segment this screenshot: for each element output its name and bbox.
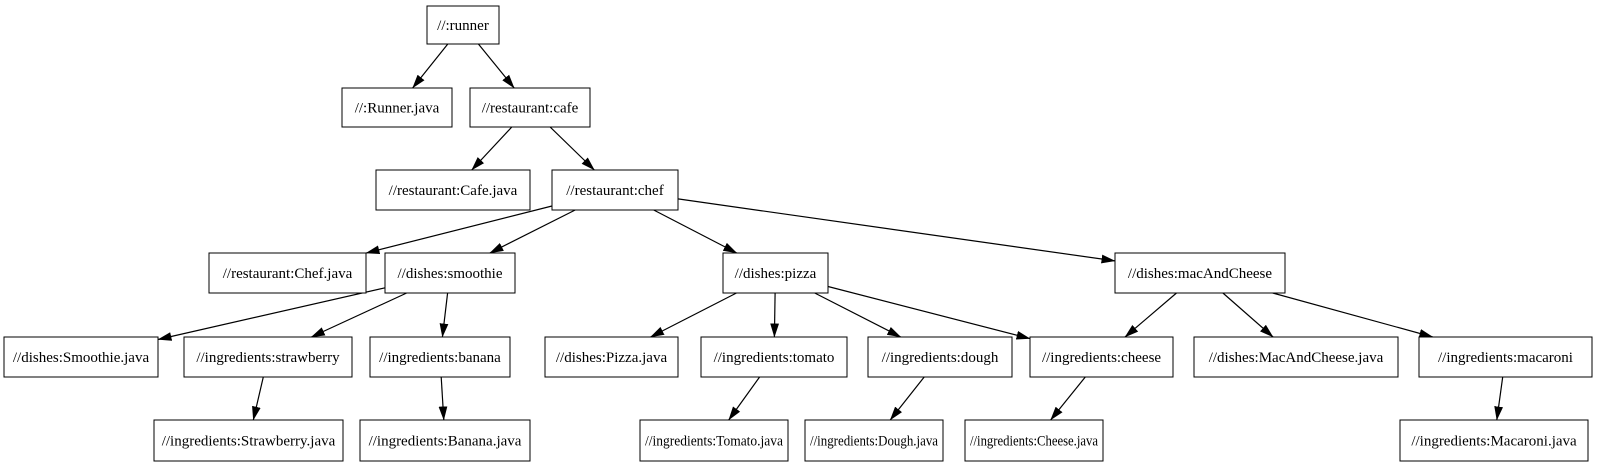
graph-node-cafe_java: //restaurant:Cafe.java [375,169,531,211]
graph-edge-runner-to-runner_java [412,43,449,89]
node-label-strawberry_java: //ingredients:Strawberry.java [162,434,336,450]
graph-node-runner: //:runner [426,5,500,45]
node-box-smoothie_java [3,336,159,378]
graph-node-macaroni: //ingredients:macaroni [1418,336,1593,378]
nodes-layer: //:runner //:Runner.java //restaurant:cafe… [3,5,1593,462]
edges-layer [157,43,1504,421]
graph-edge-cheese-to-cheese_java [1050,376,1086,421]
node-box-runner_java [341,87,453,128]
node-label-pizza_java: //dishes:Pizza.java [556,350,668,366]
graph-node-mac_and_cheese_java: //dishes:MacAndCheese.java [1193,336,1399,378]
graph-node-runner_java: //:Runner.java [341,87,453,128]
graph-node-banana: //ingredients:banana [369,336,511,378]
graph-edge-dough-to-dough_java [889,376,925,421]
node-box-cheese [1029,336,1174,378]
graph-edge-tomato-to-tomato_java [728,376,761,421]
node-label-tomato: //ingredients:tomato [714,350,835,366]
graph-edge-chef-to-chef_java [365,205,553,255]
graph-node-chef: //restaurant:chef [551,169,679,211]
graph-node-dough_java: //ingredients:Dough.java [804,419,944,462]
graph-edge-mac_and_cheese-to-cheese [1124,292,1177,338]
graph-node-tomato: //ingredients:tomato [700,336,848,378]
graph-edge-macaroni-to-macaroni_java [1494,376,1504,421]
graph-edge-strawberry-to-strawberry_java [252,376,264,421]
graph-edge-runner-to-cafe [477,43,515,89]
node-box-macaroni [1418,336,1593,378]
node-box-macaroni_java [1399,419,1589,462]
node-label-dough: //ingredients:dough [882,350,999,366]
node-label-tomato_java: //ingredients:Tomato.java [645,434,783,450]
node-label-banana_java: //ingredients:Banana.java [369,434,522,450]
node-label-pizza: //dishes:pizza [735,266,817,282]
node-box-mac_and_cheese [1114,252,1286,294]
node-label-smoothie_java: //dishes:Smoothie.java [13,350,150,366]
node-box-strawberry_java [153,419,344,462]
node-label-dough_java: //ingredients:Dough.java [810,434,938,450]
node-label-strawberry: //ingredients:strawberry [196,350,340,366]
graph-node-strawberry_java: //ingredients:Strawberry.java [153,419,344,462]
node-label-chef_java: //restaurant:Chef.java [223,266,353,282]
node-label-runner_java: //:Runner.java [355,101,440,117]
graph-edge-chef-to-mac_and_cheese [677,198,1116,264]
node-label-chef: //restaurant:chef [566,183,663,199]
graph-edge-banana-to-banana_java [438,376,448,421]
node-box-pizza [722,252,829,294]
graph-node-banana_java: //ingredients:Banana.java [359,419,531,462]
node-box-banana_java [359,419,531,462]
graph-edge-pizza-to-dough [814,292,902,338]
graph-node-strawberry: //ingredients:strawberry [183,336,353,378]
graph-node-cheese_java: //ingredients:Cheese.java [964,419,1104,462]
node-box-smoothie [384,252,516,294]
node-box-tomato [700,336,848,378]
graph-node-smoothie: //dishes:smoothie [384,252,516,294]
node-label-smoothie: //dishes:smoothie [398,266,503,282]
node-label-mac_and_cheese_java: //dishes:MacAndCheese.java [1209,350,1384,366]
node-label-cafe: //restaurant:cafe [482,101,579,117]
graph-node-mac_and_cheese: //dishes:macAndCheese [1114,252,1286,294]
graph-edge-smoothie-to-smoothie_java [157,287,386,341]
node-label-mac_and_cheese: //dishes:macAndCheese [1128,266,1272,282]
node-label-macaroni_java: //ingredients:Macaroni.java [1411,434,1577,450]
graph-edge-smoothie-to-banana [439,292,449,338]
graph-edge-cafe-to-cafe_java [471,126,513,171]
graph-edge-mac_and_cheese-to-macaroni [1272,292,1434,338]
node-label-runner: //:runner [437,18,489,34]
graph-edge-pizza-to-tomato [770,292,780,338]
node-box-strawberry [183,336,353,378]
node-box-banana [369,336,511,378]
node-box-mac_and_cheese_java [1193,336,1399,378]
node-box-dough [867,336,1013,378]
graph-node-dough: //ingredients:dough [867,336,1013,378]
graph-node-smoothie_java: //dishes:Smoothie.java [3,336,159,378]
graph-node-cafe: //restaurant:cafe [469,87,591,128]
graph-node-chef_java: //restaurant:Chef.java [208,252,367,294]
node-label-cheese: //ingredients:cheese [1042,350,1161,366]
graph-node-pizza_java: //dishes:Pizza.java [544,336,679,378]
node-label-banana: //ingredients:banana [379,350,501,366]
graph-node-macaroni_java: //ingredients:Macaroni.java [1399,419,1589,462]
graph-node-tomato_java: //ingredients:Tomato.java [639,419,789,462]
node-box-cafe_java [375,169,531,211]
graph-node-cheese: //ingredients:cheese [1029,336,1174,378]
graph-edge-cafe-to-chef [549,126,595,171]
node-label-cheese_java: //ingredients:Cheese.java [970,434,1098,450]
graph-edge-pizza-to-cheese [827,285,1031,340]
node-box-runner [426,5,500,45]
node-box-cheese_java [964,419,1104,462]
graph-edge-mac_and_cheese-to-mac_and_cheese_java [1222,292,1274,338]
graph-edge-pizza-to-pizza_java [650,292,737,338]
node-box-chef_java [208,252,367,294]
node-label-macaroni: //ingredients:macaroni [1438,350,1573,366]
node-box-tomato_java [639,419,789,462]
node-box-pizza_java [544,336,679,378]
graph-node-pizza: //dishes:pizza [722,252,829,294]
node-label-cafe_java: //restaurant:Cafe.java [389,183,518,199]
graph-edge-chef-to-pizza [653,209,738,254]
node-box-dough_java [804,419,944,462]
node-box-chef [551,169,679,211]
graph-edge-smoothie-to-strawberry [310,292,407,338]
graph-edge-chef-to-smoothie [489,209,576,254]
node-box-cafe [469,87,591,128]
